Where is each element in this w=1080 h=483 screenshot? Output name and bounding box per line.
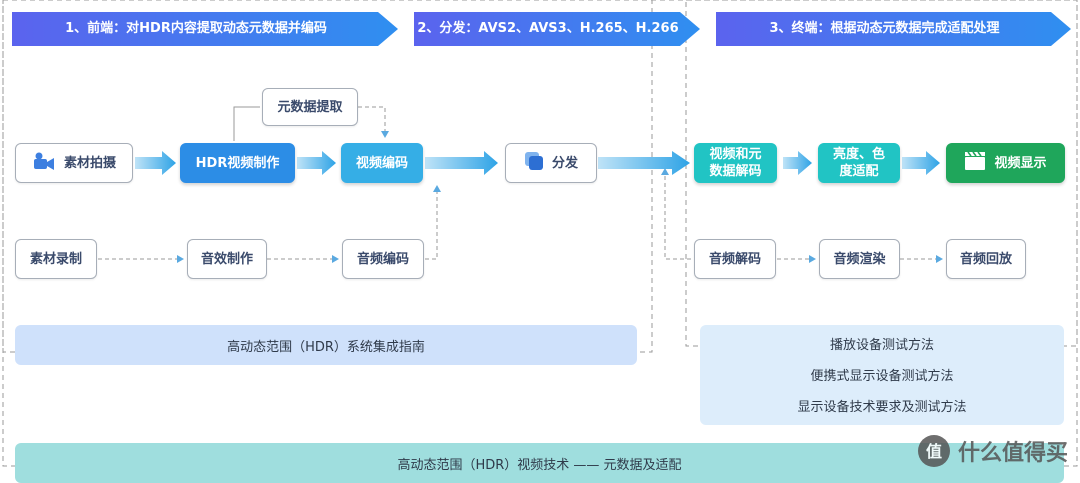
arrow-distribution-to-decode <box>598 151 690 175</box>
node-audio-playback-label: 音频回放 <box>959 251 1012 267</box>
panel-metadata-standard: 高动态范围（HDR）视频技术 —— 元数据及适配 <box>15 443 1064 483</box>
region-terminal-border <box>685 0 1078 347</box>
layers-icon <box>524 151 544 176</box>
node-video-meta-decode-label: 视频和元数据解码 <box>709 147 762 179</box>
node-sound-effects-label: 音效制作 <box>200 251 253 267</box>
stage-banner-distribution: 2、分发：AVS2、AVS3、H.265、H.266 <box>414 12 700 46</box>
node-video-display: 视频显示 <box>946 143 1065 183</box>
node-brightness-adapt-label: 亮度、色度适配 <box>832 147 885 179</box>
arrow-adapt-to-display <box>902 151 940 175</box>
stage-banner-terminal: 3、终端：根据动态元数据完成适配处理 <box>716 12 1071 46</box>
stage-banner-frontend: 1、前端：对HDR内容提取动态元数据并编码 <box>12 12 398 46</box>
video-camera-icon <box>32 151 56 176</box>
stage-banner-terminal-label: 3、终端：根据动态元数据完成适配处理 <box>769 21 1000 36</box>
panel-system-guide-label: 高动态范围（HDR）系统集成指南 <box>227 339 425 355</box>
watermark: 值 什么值得买 <box>916 433 1068 469</box>
node-shoot-label: 素材拍摄 <box>63 155 116 171</box>
node-shoot: 素材拍摄 <box>15 143 133 183</box>
node-hdr-production: HDR视频制作 <box>180 143 295 183</box>
node-audio-decode-label: 音频解码 <box>708 251 761 267</box>
node-record: 素材录制 <box>15 239 97 279</box>
smzdm-logo-icon: 值 <box>916 433 952 469</box>
panel-test-methods: 播放设备测试方法 便携式显示设备测试方法 显示设备技术要求及测试方法 <box>700 325 1064 425</box>
watermark-text: 什么值得买 <box>957 441 1068 466</box>
node-audio-render: 音频渲染 <box>819 239 900 279</box>
node-brightness-adapt: 亮度、色度适配 <box>818 143 900 183</box>
arrow-encode-to-distribution <box>425 151 498 175</box>
node-audio-encode: 音频编码 <box>342 239 424 279</box>
node-video-meta-decode: 视频和元数据解码 <box>694 143 777 183</box>
node-distribution-label: 分发 <box>551 155 578 171</box>
clapperboard-icon <box>964 151 986 176</box>
arrow-decode-to-adapt <box>783 151 812 175</box>
node-video-encode: 视频编码 <box>341 143 423 183</box>
test-method-item: 播放设备测试方法 <box>829 338 934 353</box>
node-hdr-production-label: HDR视频制作 <box>195 155 280 171</box>
connector-audio-encode-to-distribution <box>425 185 441 260</box>
stage-banner-distribution-label: 2、分发：AVS2、AVS3、H.265、H.266 <box>417 21 679 36</box>
region-overall-border <box>2 0 1078 467</box>
node-metadata-extract: 元数据提取 <box>262 88 358 126</box>
panel-system-guide: 高动态范围（HDR）系统集成指南 <box>15 325 637 365</box>
panel-metadata-standard-label: 高动态范围（HDR）视频技术 —— 元数据及适配 <box>397 457 682 473</box>
node-record-label: 素材录制 <box>29 251 82 267</box>
node-audio-playback: 音频回放 <box>946 239 1026 279</box>
node-metadata-extract-label: 元数据提取 <box>277 99 343 115</box>
arrow-shoot-to-hdr <box>135 151 176 175</box>
node-sound-effects: 音效制作 <box>187 239 267 279</box>
connector-distribution-to-audio-decode <box>661 168 691 260</box>
node-audio-encode-label: 音频编码 <box>356 251 409 267</box>
stage-banner-frontend-label: 1、前端：对HDR内容提取动态元数据并编码 <box>65 21 327 36</box>
node-audio-render-label: 音频渲染 <box>833 251 886 267</box>
node-video-encode-label: 视频编码 <box>355 155 408 171</box>
connector-hdr-to-metadata <box>233 106 260 141</box>
svg-text:值: 值 <box>926 442 942 461</box>
node-video-display-label: 视频显示 <box>994 155 1047 171</box>
arrow-hdr-to-encode <box>297 151 336 175</box>
node-distribution: 分发 <box>505 143 597 183</box>
node-audio-decode: 音频解码 <box>694 239 776 279</box>
banner-arrow-shape <box>414 12 700 46</box>
banner-arrow-shape <box>716 12 1071 46</box>
test-method-item: 显示设备技术要求及测试方法 <box>797 400 967 415</box>
test-method-item: 便携式显示设备测试方法 <box>810 369 954 384</box>
banner-arrow-shape <box>12 12 398 46</box>
connector-metadata-to-encode <box>358 106 389 138</box>
